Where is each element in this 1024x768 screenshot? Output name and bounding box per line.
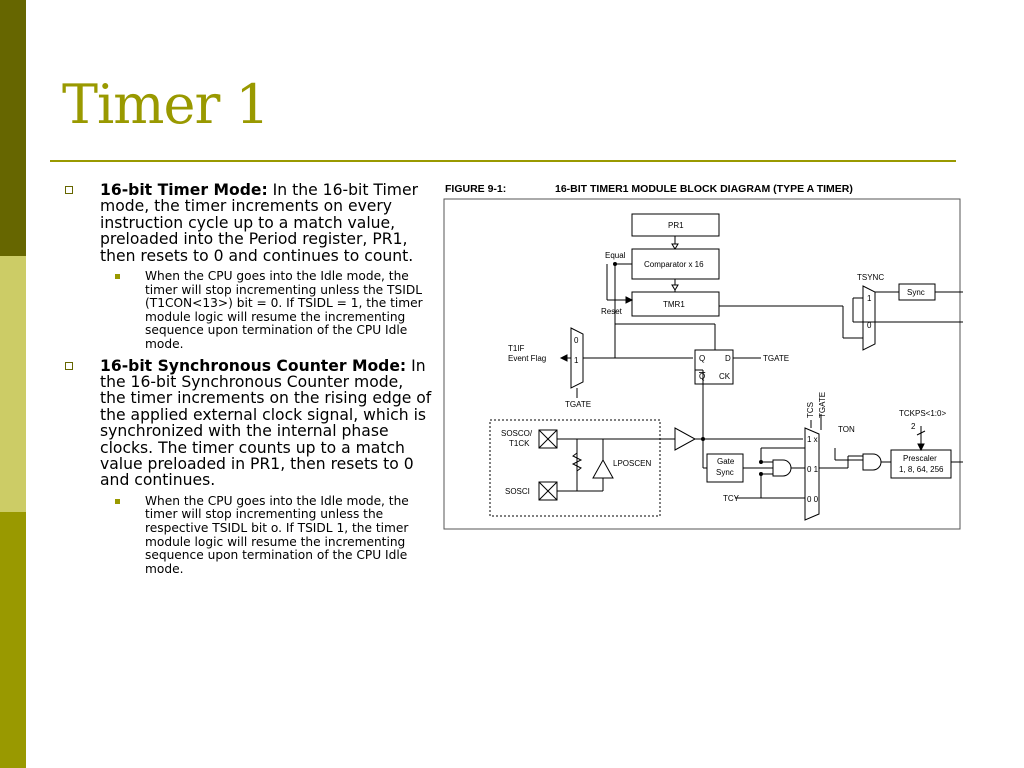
tsync-label: TSYNC — [857, 273, 884, 282]
sync-label: Sync — [907, 288, 925, 297]
gate-sync-label-line2: Sync — [716, 468, 734, 477]
tgate-vertical-label: TGATE — [818, 392, 827, 418]
clock-mux-input-01: 0 1 — [807, 465, 819, 474]
ff-ck-label: CK — [719, 372, 731, 381]
tcs-label: TCS — [806, 402, 815, 418]
pr1-label: PR1 — [668, 221, 684, 230]
sosco-label-line1: SOSCO/ — [501, 429, 533, 438]
bullet-sync-counter-mode: 16-bit Synchronous Counter Mode: In the … — [60, 356, 432, 490]
clock-mux-input-1x: 1 x — [807, 435, 818, 444]
sub-bullet-text: When the CPU goes into the Idle mode, th… — [145, 493, 409, 576]
ton-label: TON — [838, 425, 855, 434]
sub-bullet-text: When the CPU goes into the Idle mode, th… — [145, 269, 423, 351]
tcy-label: TCY — [723, 494, 740, 503]
side-band-bottom — [0, 512, 26, 768]
sub-bullet-timer-idle: When the CPU goes into the Idle mode, th… — [60, 269, 432, 352]
bullet-heading: 16-bit Synchronous Counter Mode: — [100, 356, 407, 375]
block-diagram: PR1 Comparator x 16 TMR1 Sync Gate Sync … — [443, 198, 963, 530]
figure-label: FIGURE 9-1: — [445, 183, 507, 195]
filled-square-bullet-icon — [115, 498, 120, 504]
flag-mux-input-1: 1 — [574, 356, 579, 365]
schmitt-trigger — [674, 427, 697, 451]
and-gate-tgate — [772, 459, 792, 477]
t1if-label: T1IF — [508, 344, 525, 353]
sub-bullet-counter-idle: When the CPU goes into the Idle mode, th… — [60, 493, 432, 577]
tmr1-label: TMR1 — [663, 300, 685, 309]
equal-label: Equal — [605, 251, 626, 260]
hollow-square-bullet-icon — [65, 186, 73, 194]
title-underline — [50, 160, 956, 162]
bullet-timer-mode: 16-bit Timer Mode: In the 16-bit Timer m… — [60, 182, 432, 264]
gate-flip-flop — [694, 349, 734, 385]
and-gate-ton — [862, 453, 882, 471]
event-flag-label: Event Flag — [508, 354, 546, 363]
gate-sync-block — [706, 453, 744, 483]
sosci-label: SOSCI — [505, 487, 530, 496]
side-band-middle — [0, 256, 26, 512]
ff-q-label: Q — [699, 354, 705, 363]
hollow-square-bullet-icon — [65, 361, 73, 370]
tgate-mux-label: TGATE — [565, 400, 591, 409]
reset-label: Reset — [601, 307, 623, 316]
ff-d-label: D — [725, 354, 731, 363]
oscillator-box — [489, 419, 661, 517]
slide-title: Timer 1 — [62, 73, 270, 136]
figure-caption: FIGURE 9-1: 16-BIT TIMER1 MODULE BLOCK D… — [443, 182, 963, 198]
bullet-heading: 16-bit Timer Mode: — [100, 181, 268, 199]
tsync-mux — [862, 285, 876, 351]
filled-square-bullet-icon — [115, 274, 120, 280]
tmr1-block — [631, 291, 720, 317]
tsync-mux-input-0: 0 — [867, 321, 872, 330]
bullet-list: 16-bit Timer Mode: In the 16-bit Timer m… — [60, 182, 432, 582]
tckps-width-label: 2 — [911, 422, 916, 431]
figure-title: 16-BIT TIMER1 MODULE BLOCK DIAGRAM (TYPE… — [555, 183, 853, 195]
clock-mux-input-00: 0 0 — [807, 495, 819, 504]
flag-mux-input-0: 0 — [574, 336, 579, 345]
t1if-mux — [570, 327, 584, 389]
gate-sync-label-line1: Gate — [717, 457, 735, 466]
side-band-top — [0, 0, 26, 256]
clock-source-mux — [804, 427, 820, 521]
figure-timer1-block-diagram: FIGURE 9-1: 16-BIT TIMER1 MODULE BLOCK D… — [443, 182, 963, 530]
bullet-text: In the 16-bit Timer mode, the timer incr… — [100, 181, 418, 265]
ff-qbar-label: Q — [699, 372, 705, 381]
prescaler-label-line2: 1, 8, 64, 256 — [899, 465, 944, 474]
bullet-text: In the 16-bit Synchronous Counter mode, … — [100, 356, 432, 490]
comparator-label: Comparator x 16 — [644, 260, 704, 269]
prescaler-label-line1: Prescaler — [903, 454, 937, 463]
tsync-mux-input-1: 1 — [867, 294, 872, 303]
tgate-ff-label: TGATE — [763, 354, 789, 363]
tckps-label: TCKPS<1:0> — [899, 409, 946, 418]
sosco-label-line2: T1CK — [509, 439, 530, 448]
lposcen-label: LPOSCEN — [613, 459, 651, 468]
